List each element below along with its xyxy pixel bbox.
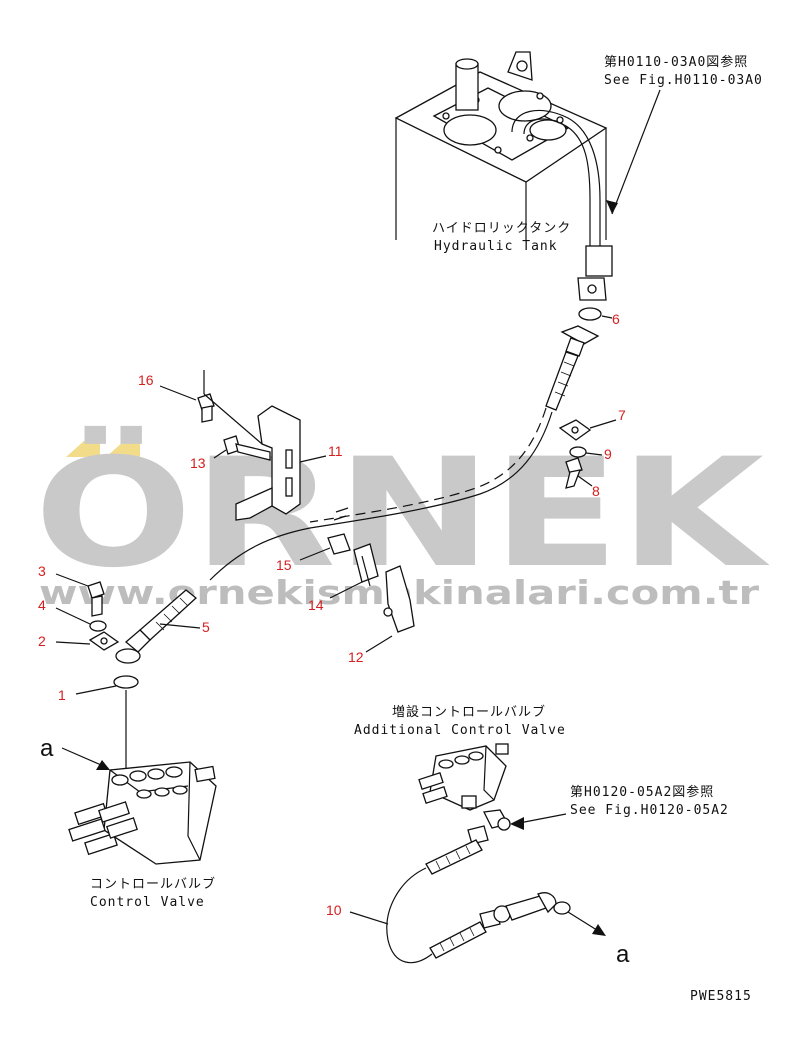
marker-a-right: a [616,941,630,968]
tank-label-jp: ハイドロリックタンク [432,221,571,236]
o-ring-6 [578,307,602,321]
cv-label-jp: コントロールバルブ [90,876,216,892]
o-ring-1 [113,675,139,689]
control-valve-drawing [68,761,217,865]
bolt-3 [87,581,105,617]
part-num-8: 8 [592,483,600,499]
part-num-14: 14 [308,597,324,613]
part-num-3: 3 [38,563,46,579]
elbow-fitting [493,892,571,923]
additional-control-valve-drawing [418,743,509,811]
ref-top-en: See Fig.H0110-03A0 [604,73,763,88]
part-num-11: 11 [328,443,343,459]
part-num-7: 7 [618,407,626,423]
part-num-12: 12 [348,649,364,665]
drawing-code: PWE5815 [690,989,752,1004]
part-num-1: 1 [58,687,66,703]
bolt-16 [197,393,215,423]
bolt-8 [565,457,583,489]
part-num-15: 15 [276,557,292,573]
hose-upper-fitting [545,325,600,411]
ref-top-arrow [611,89,661,215]
hose-5 [115,407,553,664]
hydraulic-tank-drawing [394,51,613,301]
hose-10 [386,825,501,964]
bracket-12 [383,565,415,633]
part-num-4: 4 [38,597,46,613]
tank-label-en: Hydraulic Tank [434,239,558,254]
watermark-accent-left [66,441,100,457]
part-num-16: 16 [138,372,154,388]
part-num-13: 13 [190,455,206,471]
marker-a-left: a [40,735,54,762]
acv-label-en: Additional Control Valve [354,723,566,738]
acv-fitting [483,809,511,831]
washer-9 [569,446,587,458]
ref-top-arrowhead [606,200,618,214]
bracket-11 [235,405,301,521]
acv-label-jp: 増設コントロールバルブ [392,704,546,720]
ref-mid-arrowhead [510,817,524,830]
part-num-10: 10 [326,902,342,918]
cv-label-en: Control Valve [90,895,205,910]
part-num-6: 6 [612,311,620,327]
clip-15 [327,507,351,555]
part-num-9: 9 [604,446,612,462]
watermark-accent-right [106,441,140,457]
part-num-5: 5 [202,619,210,635]
ref-mid-jp: 第H0120-05A2図参照 [570,784,714,800]
ref-top-jp: 第H0110-03A0図参照 [604,54,748,70]
washer-4 [89,620,107,632]
block-14 [353,543,379,587]
part-num-2: 2 [38,633,46,649]
ref-mid-en: See Fig.H0120-05A2 [570,803,729,818]
bolt-13 [223,435,271,461]
